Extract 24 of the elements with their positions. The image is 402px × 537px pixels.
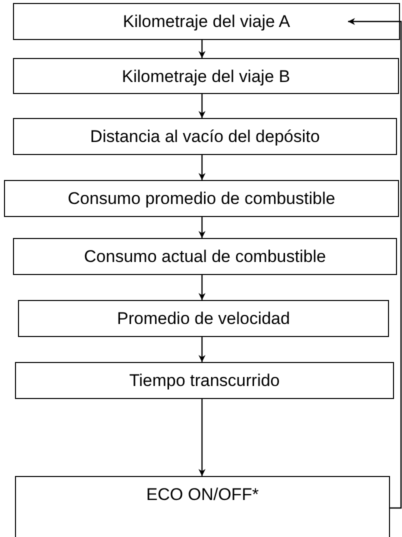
process-box [13, 238, 397, 275]
box-label: Consumo promedio de combustible [68, 188, 336, 210]
process-box [15, 476, 390, 537]
process-box [13, 58, 399, 94]
arrow [198, 275, 206, 300]
process-box [4, 180, 399, 217]
process-box [13, 118, 397, 155]
arrow [348, 18, 402, 509]
arrow [198, 217, 206, 238]
arrow [198, 94, 206, 118]
box-label: Consumo actual de combustible [84, 246, 326, 268]
box-label: Kilometraje del viaje A [122, 11, 290, 33]
arrow [198, 399, 206, 476]
box-label: Kilometraje del viaje B [122, 66, 290, 88]
box-label: Promedio de velocidad [117, 308, 290, 330]
arrow [198, 337, 206, 362]
process-box [18, 300, 389, 337]
box-label: Tiempo transcurrido [129, 370, 280, 392]
process-box [13, 3, 400, 40]
box-label: Distancia al vacío del depósito [90, 126, 320, 148]
process-box [15, 362, 394, 399]
box-label: ECO ON/OFF* [146, 484, 259, 506]
arrow [198, 40, 206, 58]
arrow [198, 155, 206, 180]
